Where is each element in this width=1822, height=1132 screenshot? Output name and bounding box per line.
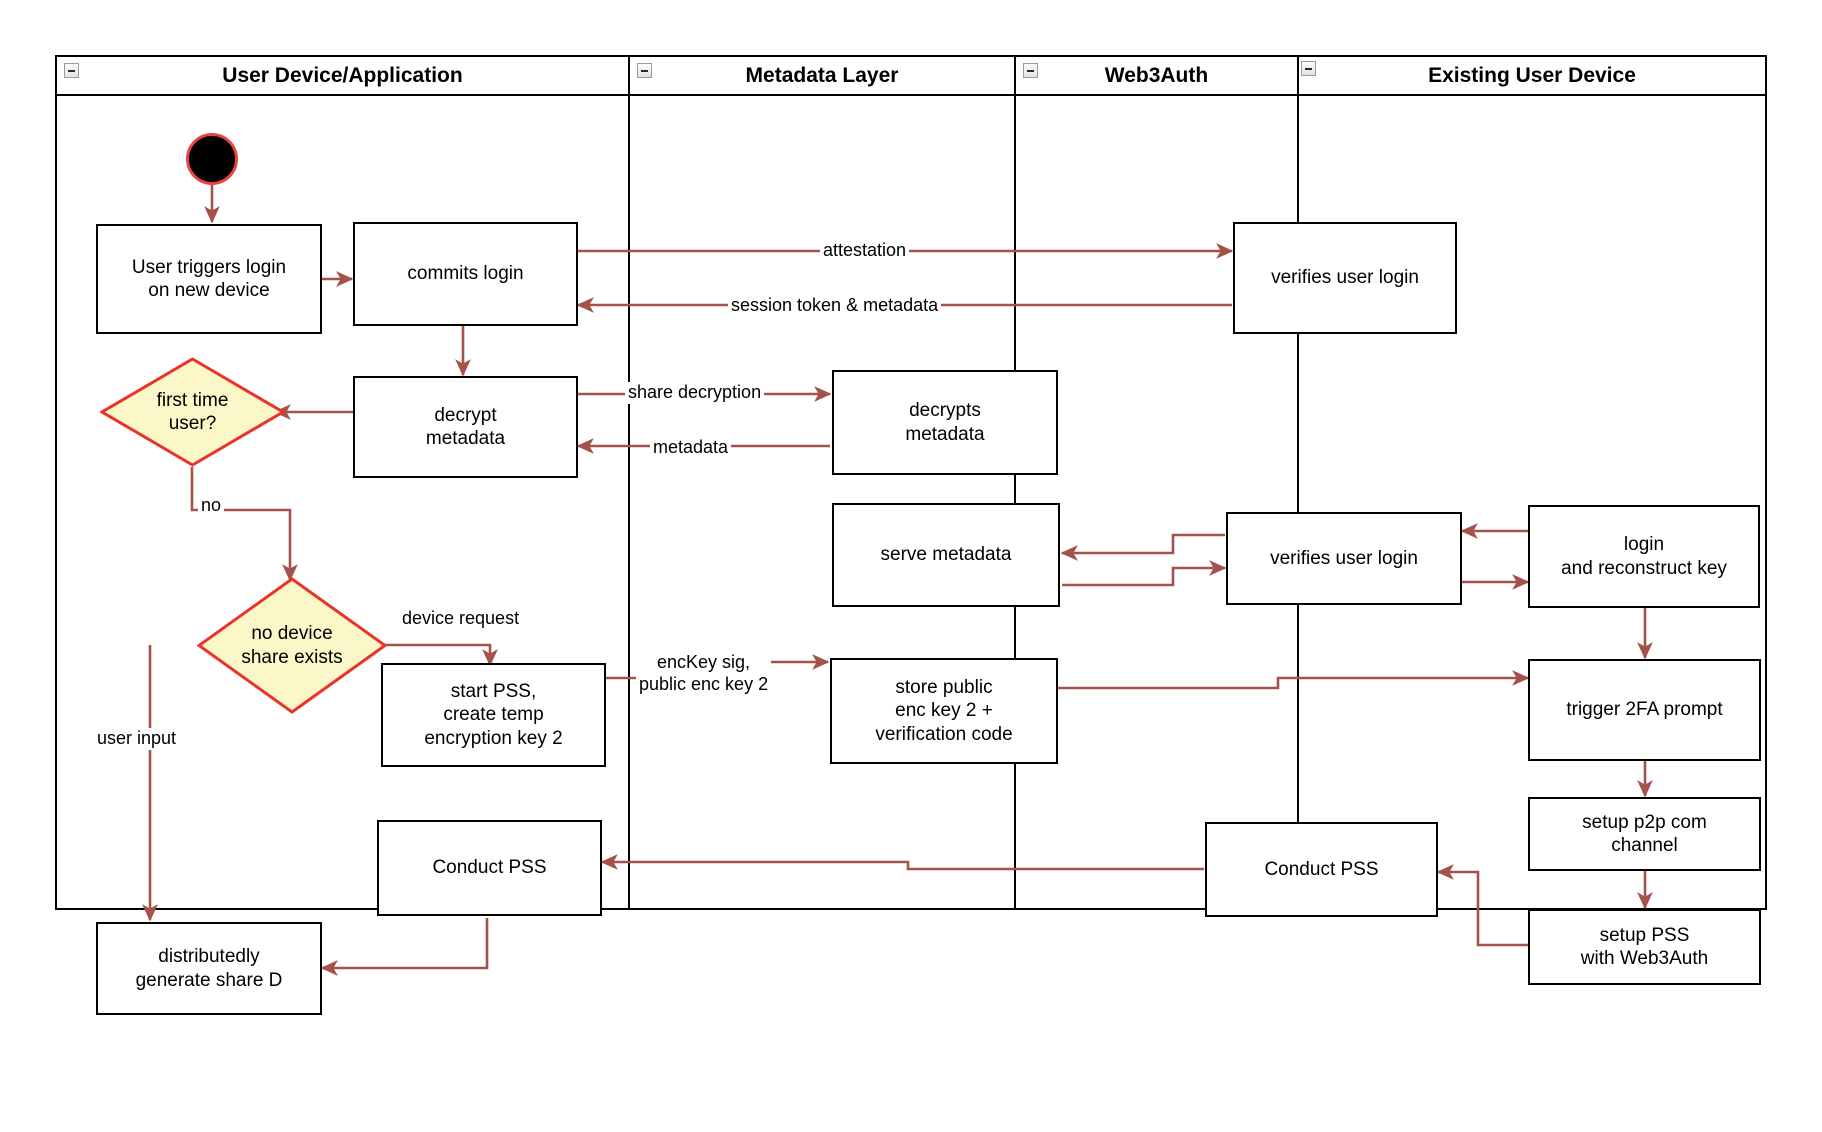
node-label: decrypt metadata (425, 404, 506, 449)
diamond-shape (100, 357, 285, 467)
decision-first-time-user[interactable]: first time user? (100, 357, 285, 467)
edge-label-session-token-metadata: session token & metadata (728, 295, 942, 317)
lane-title-web3auth: Web3Auth (1104, 63, 1209, 87)
lane-body-metadata (630, 96, 1016, 908)
swimlane-frame (55, 55, 1767, 910)
node-label: store public enc key 2 + verification co… (875, 677, 1013, 745)
node-start-pss-create-temp-key[interactable]: start PSS, create temp encryption key 2 (381, 663, 606, 767)
node-setup-pss-with-web3auth[interactable]: setup PSS with Web3Auth (1528, 909, 1761, 985)
node-verifies-user-login-1[interactable]: verifies user login (1233, 222, 1457, 334)
lane-body-user-device (57, 96, 630, 908)
lane-title-existing-device: Existing User Device (1428, 63, 1636, 87)
lane-header-metadata[interactable]: Metadata Layer (630, 57, 1016, 96)
node-decrypts-metadata[interactable]: decrypts metadata (832, 370, 1058, 475)
node-decrypt-metadata[interactable]: decrypt metadata (353, 376, 578, 478)
node-label: setup p2p com channel (1582, 811, 1707, 856)
node-label: serve metadata (880, 544, 1012, 566)
node-serve-metadata[interactable]: serve metadata (832, 503, 1060, 607)
node-label: start PSS, create temp encryption key 2 (424, 681, 563, 749)
decision-label: first time user? (156, 389, 229, 434)
node-label: trigger 2FA prompt (1566, 699, 1723, 721)
node-label: setup PSS with Web3Auth (1580, 924, 1709, 969)
edge-conduct-pss-to-generate-share-d (320, 918, 489, 976)
node-label: verifies user login (1270, 547, 1418, 569)
node-user-triggers-login[interactable]: User triggers login on new device (96, 224, 322, 334)
lane-header-web3auth[interactable]: Web3Auth (1016, 57, 1299, 96)
node-setup-p2p-com-channel[interactable]: setup p2p com channel (1528, 797, 1761, 871)
lane-body-web3auth (1016, 96, 1299, 908)
edge-label-user-input: user input (94, 728, 180, 750)
diamond-shape (197, 577, 387, 714)
node-trigger-2fa-prompt[interactable]: trigger 2FA prompt (1528, 659, 1761, 761)
collapse-minus-icon[interactable] (637, 63, 652, 78)
edge-label-no: no (198, 495, 225, 517)
node-label: verifies user login (1271, 267, 1419, 289)
edge-label-attestation: attestation (820, 240, 910, 262)
node-label: login and reconstruct key (1561, 534, 1727, 579)
collapse-minus-icon[interactable] (64, 63, 79, 78)
lane-header-user-device[interactable]: User Device/Application (57, 57, 630, 96)
collapse-minus-icon[interactable] (1301, 61, 1316, 76)
node-label: decrypts metadata (905, 400, 985, 445)
collapse-minus-icon[interactable] (1023, 63, 1038, 78)
node-store-public-enc-key[interactable]: store public enc key 2 + verification co… (830, 658, 1058, 764)
node-conduct-pss-user[interactable]: Conduct PSS (377, 820, 602, 916)
node-label: Conduct PSS (432, 857, 547, 879)
edge-label-enckey-sig-public-enc-key-2: encKey sig, public enc key 2 (636, 652, 772, 696)
node-label: commits login (407, 263, 524, 285)
lane-body-existing-device (1299, 96, 1765, 908)
node-conduct-pss-web3auth[interactable]: Conduct PSS (1205, 822, 1438, 917)
decision-no-device-share-exists[interactable]: no device share exists (197, 577, 387, 714)
edge-label-share-decryption: share decryption (625, 382, 765, 404)
edge-label-metadata: metadata (650, 437, 732, 459)
lane-title-user-device: User Device/Application (222, 63, 463, 87)
start-node (186, 133, 238, 185)
node-label: distributedly generate share D (135, 946, 283, 991)
decision-label: no device share exists (241, 623, 343, 668)
lane-title-metadata: Metadata Layer (745, 63, 899, 87)
node-login-and-reconstruct-key[interactable]: login and reconstruct key (1528, 505, 1760, 608)
node-commits-login[interactable]: commits login (353, 222, 578, 326)
lane-header-existing-device[interactable]: Existing User Device (1299, 57, 1765, 96)
node-distributedly-generate-share-d[interactable]: distributedly generate share D (96, 922, 322, 1015)
node-verifies-user-login-2[interactable]: verifies user login (1226, 512, 1462, 605)
node-label: User triggers login on new device (131, 256, 287, 301)
node-label: Conduct PSS (1264, 858, 1379, 880)
edge-label-device-request: device request (399, 608, 523, 630)
